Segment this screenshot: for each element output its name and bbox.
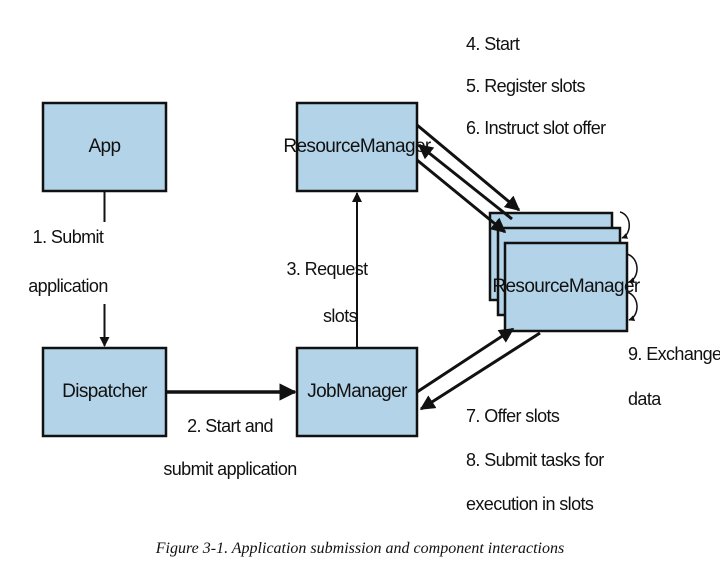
resource-manager-label: ResourceManager [283, 136, 432, 157]
job-manager-node: JobManager [295, 346, 419, 438]
exchange-loop-2 [626, 253, 638, 283]
jm-step-1: 7. Offer slots [466, 406, 560, 426]
tm-step-2: 5. Register slots [466, 76, 585, 96]
submit-label-line2: application [28, 276, 107, 296]
jm-step-2: 8. Submit tasks for [466, 450, 604, 470]
tm-step-3: 6. Instruct slot offer [466, 118, 606, 138]
register-slots-arrow [417, 143, 513, 221]
submit-label-bg [34, 222, 106, 304]
dispatcher-label: Dispatcher [62, 381, 148, 402]
offer-slots-arrow [416, 327, 515, 394]
submit-tasks-arrow [419, 331, 541, 411]
start-submit-label-line2: submit application [163, 459, 296, 479]
task-manager-card-front [503, 241, 629, 333]
submit-label-line1: 1. Submit [33, 227, 104, 247]
task-manager-stack: ResourceManager [488, 211, 642, 333]
app-label: App [88, 136, 120, 157]
figure-caption: Figure 3-1. Application submission and c… [155, 540, 565, 557]
request-label-line2: slots [323, 306, 358, 326]
start-arrow [416, 123, 521, 212]
tm-step-1: 4. Start [466, 34, 520, 54]
exchange-label-line1: 9. Exchange [628, 344, 720, 364]
app-node: App [41, 101, 168, 193]
start-submit-label-line1: 2. Start and [187, 416, 273, 436]
dispatcher-node: Dispatcher [41, 346, 168, 438]
exchange-loop-3 [626, 291, 638, 321]
exchange-label-line2: data [628, 389, 662, 409]
exchange-loop-1 [619, 211, 630, 239]
jm-step-3: execution in slots [466, 494, 594, 514]
request-label-line1: 3. Request [286, 259, 368, 279]
resource-manager-node: ResourceManager [283, 101, 433, 193]
task-manager-label: ResourceManager [492, 276, 641, 297]
instruct-offer-arrow [416, 158, 507, 234]
job-manager-label: JobManager [307, 381, 408, 402]
